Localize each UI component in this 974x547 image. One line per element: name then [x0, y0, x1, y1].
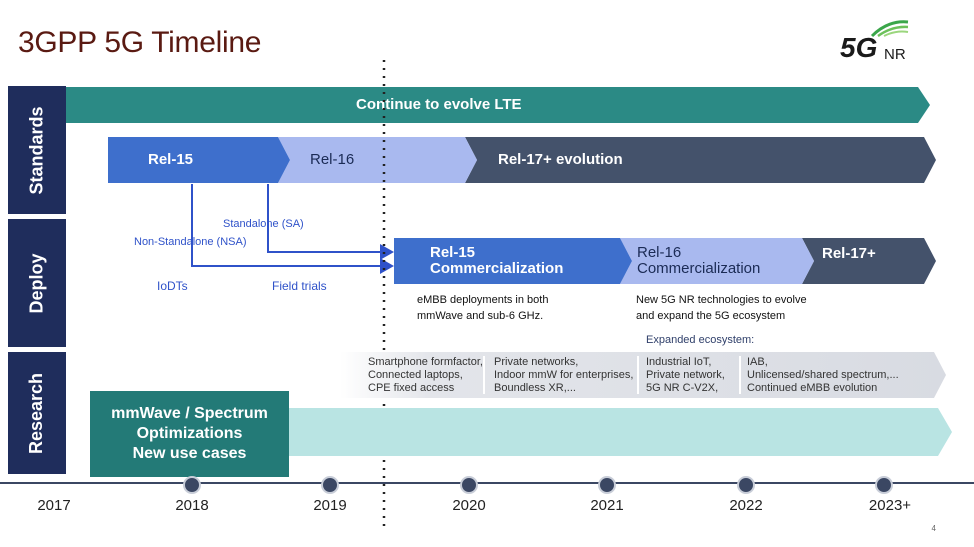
research-box-line2: Optimizations — [136, 425, 243, 442]
rel17-deploy-label: Rel-17+ — [822, 245, 876, 262]
page-number: 4 — [931, 524, 936, 533]
research-box-line1: mmWave / Spectrum — [111, 405, 268, 422]
rel16-comm-line1: Rel-16 — [637, 244, 682, 261]
logo-5g-text: 5G — [840, 32, 878, 63]
note1-line1: eMBB deployments in both — [417, 294, 549, 306]
rel17-standards-label: Rel-17+ evolution — [498, 151, 623, 168]
research-cell-4: IAB, Unlicensed/shared spectrum,... Cont… — [747, 356, 899, 395]
year-label: 2023+ — [868, 497, 912, 514]
research-cell-1: Smartphone formfactor, Connected laptops… — [368, 356, 483, 395]
timeline-marker — [321, 476, 339, 494]
5g-nr-logo: 5G NR — [838, 18, 918, 70]
rel15-deploy-note: eMBB deployments in both mmWave and sub-… — [417, 292, 548, 324]
year-label: 2017 — [37, 497, 71, 514]
rel15-standards-label: Rel-15 — [148, 151, 194, 168]
sidebar-standards: Standards — [8, 86, 66, 214]
timeline-axis — [0, 482, 974, 484]
timeline-marker — [183, 476, 201, 494]
rc4-line2: Unlicensed/shared spectrum,... — [747, 369, 899, 381]
signal-arcs-icon — [870, 20, 909, 38]
rc1-line3: CPE fixed access — [368, 382, 455, 394]
rc4-line1: IAB, — [747, 356, 768, 368]
research-box-line3: New use cases — [132, 445, 247, 462]
research-cell-2: Private networks, Indoor mmW for enterpr… — [494, 356, 633, 395]
year-label: 2022 — [729, 497, 763, 514]
rc2-line1: Private networks, — [494, 356, 579, 368]
timeline-marker — [737, 476, 755, 494]
year-label: 2021 — [590, 497, 624, 514]
research-cell-3: Industrial IoT, Private network, 5G NR C… — [646, 356, 725, 395]
rc2-line2: Indoor mmW for enterprises, — [494, 369, 634, 381]
rc1-line2: Connected laptops, — [368, 369, 463, 381]
year-label: 2020 — [452, 497, 486, 514]
rc4-line3: Continued eMBB evolution — [747, 382, 878, 394]
rel15-commercialization-label: Rel-15 Commercialization — [430, 245, 563, 277]
rel16-commercialization-label: Rel-16 Commercialization — [637, 245, 760, 277]
rel15-comm-line1: Rel-15 — [430, 244, 476, 261]
field-trials-label: Field trials — [272, 279, 327, 293]
rel16-standards-label: Rel-16 — [310, 151, 355, 168]
note2-line1: New 5G NR technologies to evolve — [636, 294, 807, 306]
sidebar-research: Research — [8, 352, 66, 474]
rel15-comm-line2: Commercialization — [430, 260, 564, 277]
nsa-label: Non-Standalone (NSA) — [134, 236, 247, 248]
research-box: mmWave / Spectrum Optimizations New use … — [90, 391, 289, 477]
rc3-line1: Industrial IoT, — [646, 356, 712, 368]
standards-chevrons: Rel-15 Rel-16 Rel-17+ evolution — [108, 137, 936, 183]
deploy-chevrons: Rel-15 Commercialization Rel-16 Commerci… — [394, 238, 936, 284]
rc3-line3: 5G NR C-V2X, — [646, 382, 719, 394]
timeline-marker — [875, 476, 893, 494]
sa-label: Standalone (SA) — [223, 218, 304, 230]
research-use-cases-band: Smartphone formfactor, Connected laptops… — [340, 352, 946, 398]
lte-arrow: Continue to evolve LTE — [66, 87, 930, 123]
expanded-ecosystem-label: Expanded ecosystem: — [646, 334, 755, 346]
note1-line2: mmWave and sub-6 GHz. — [417, 310, 544, 322]
rc3-line2: Private network, — [646, 369, 725, 381]
rel16-deploy-note: New 5G NR technologies to evolve and exp… — [636, 292, 807, 324]
timeline-marker — [598, 476, 616, 494]
sidebar-deploy: Deploy — [8, 219, 66, 347]
rc1-line1: Smartphone formfactor, — [368, 356, 483, 368]
logo-nr-text: NR — [884, 46, 906, 63]
page-title: 3GPP 5G Timeline — [18, 26, 262, 59]
lte-label: Continue to evolve LTE — [356, 96, 522, 113]
rel16-comm-line2: Commercialization — [637, 260, 761, 277]
year-label: 2019 — [313, 497, 347, 514]
note2-line2: and expand the 5G ecosystem — [636, 310, 786, 322]
year-label: 2018 — [175, 497, 209, 514]
rc2-line3: Boundless XR,... — [494, 382, 576, 394]
timeline-marker — [460, 476, 478, 494]
research-teal-arrow — [90, 408, 952, 456]
iodts-label: IoDTs — [157, 279, 188, 293]
